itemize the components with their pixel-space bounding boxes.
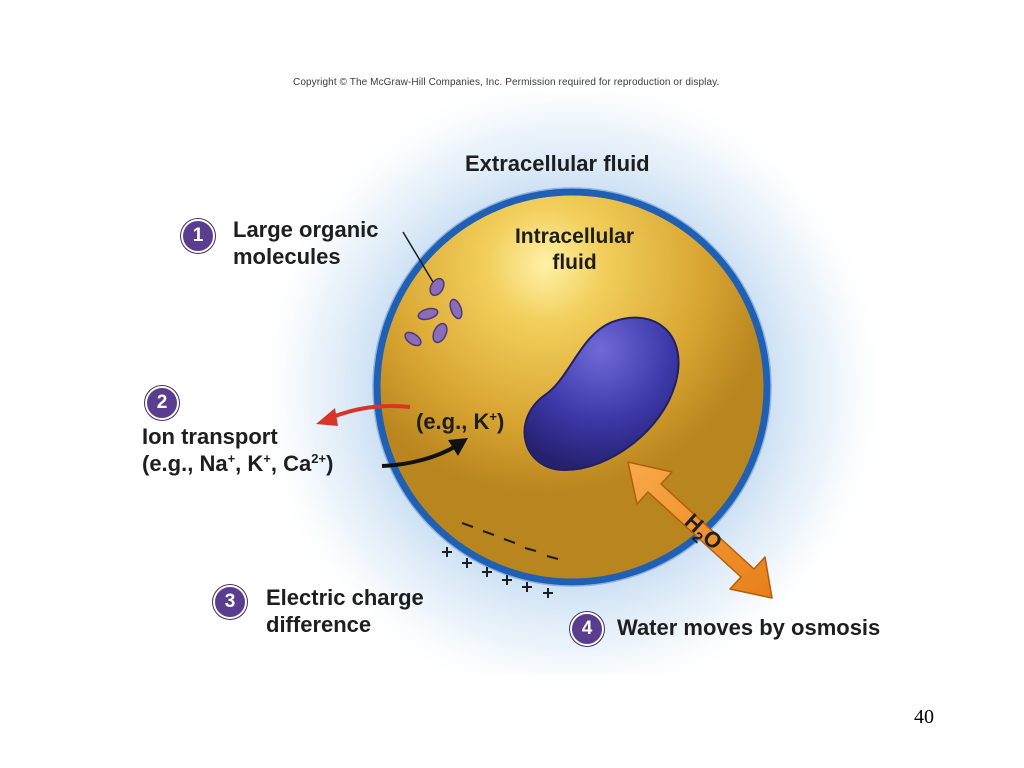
- eg-k-label: (e.g., K+): [416, 409, 505, 434]
- extracellular-label: Extracellular fluid: [465, 151, 650, 176]
- item-1-badge: 1: [181, 219, 215, 253]
- item-1-line2: molecules: [233, 244, 341, 269]
- molecules-leader-line: [402, 231, 434, 283]
- item-4-label: Water moves by osmosis: [617, 615, 881, 640]
- item-3-label: Electric charge difference: [266, 584, 424, 638]
- item-2-badge: 2: [145, 386, 179, 420]
- organic-molecules: [404, 277, 463, 347]
- item-1-label: Large organic molecules: [233, 216, 378, 270]
- water-arrow: [627, 461, 773, 599]
- intracellular-label-line1: Intracellular: [514, 225, 635, 248]
- cell-membrane: [373, 188, 771, 586]
- intracellular-label: Intracellular fluid: [502, 224, 647, 276]
- ion-out-arrowhead: [316, 408, 338, 426]
- item-2-label: Ion transport (e.g., Na+, K+, Ca2+): [142, 423, 333, 480]
- item-2-line1: Ion transport: [142, 424, 278, 449]
- negative-charges: [461, 522, 559, 560]
- ion-in-arrowhead: [448, 438, 468, 456]
- item-2-line2: (e.g., Na+, K+, Ca2+): [142, 451, 334, 476]
- intracellular-label-line2: fluid: [552, 251, 597, 274]
- item-3-line2: difference: [266, 612, 372, 637]
- page-number: 40: [914, 706, 934, 728]
- ion-out-arrow: [329, 404, 411, 420]
- item-1-line1: Large organic: [233, 217, 379, 242]
- positive-charges: [442, 547, 553, 598]
- item-3-line1: Electric charge: [266, 585, 424, 610]
- nucleus: [523, 316, 680, 472]
- item-3-badge: 3: [213, 585, 247, 619]
- copyright-notice: Copyright © The McGraw-Hill Companies, I…: [293, 77, 720, 88]
- ion-in-arrow: [381, 444, 458, 468]
- item-4-badge: 4: [570, 612, 604, 646]
